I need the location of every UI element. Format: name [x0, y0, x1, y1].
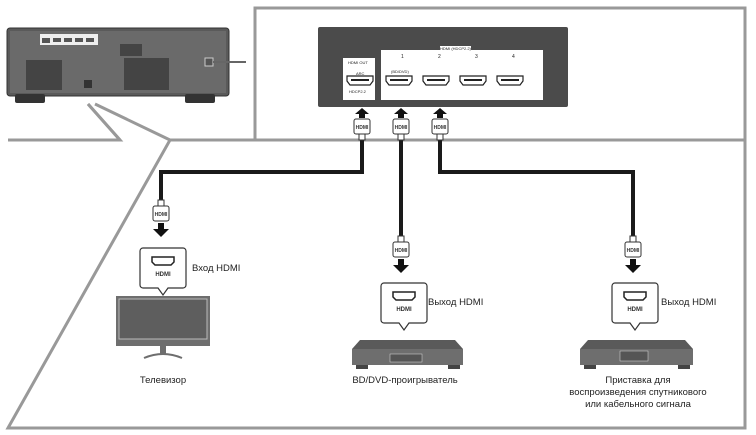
hdmi-plug-icon: HDMI	[624, 235, 642, 273]
hdmi-plug-icon: HDMI	[152, 199, 170, 237]
hdmi-plug-icon: HDMI	[392, 235, 410, 273]
bd-caption: BD/DVD-проигрыватель	[352, 375, 458, 386]
tv-icon	[116, 296, 210, 359]
hdmi-plug-label: HDMI	[395, 125, 408, 131]
stb-caption: Приставка для воспроизведения спутниково…	[569, 375, 707, 410]
callout-hdmi-label: HDMI	[627, 307, 643, 313]
hdmi-port-callout: HDMI	[611, 282, 659, 332]
hdmi-port-callout: HDMI	[139, 247, 187, 297]
hdmi-port-callout: HDMI	[380, 282, 428, 332]
hdmi-panel	[318, 27, 568, 107]
input-3-number: 3	[475, 54, 478, 60]
hdmi-plug-label: HDMI	[434, 125, 447, 131]
stb-port-label: Выход HDMI	[661, 297, 717, 308]
hdmi-plug-icon: HDMI	[392, 108, 410, 141]
hdmi-out-arc: ARC	[356, 71, 365, 76]
hdmi-plug-label: HDMI	[356, 125, 369, 131]
hdmi-in-port-1	[385, 75, 413, 86]
hdmi-plug-label: HDMI	[627, 248, 640, 254]
bd-port-label: Выход HDMI	[428, 297, 484, 308]
bd-player-icon	[352, 340, 463, 369]
hdmi-out-port	[346, 75, 374, 86]
hdmi-cables	[159, 140, 635, 240]
hdmi-in-port-4	[496, 75, 524, 86]
input-4-number: 4	[512, 54, 515, 60]
hdmi-plug-label: HDMI	[395, 248, 408, 254]
av-receiver-rear	[6, 27, 246, 103]
hdmi-out-hdcp: HDCP2.2	[349, 89, 366, 94]
hdmi-in-group-label: HDMI (HDCP2.2)	[440, 46, 471, 51]
hdmi-out-label: HDMI OUT	[348, 60, 368, 65]
hdmi-in-port-2	[422, 75, 450, 86]
hdmi-in-port-3	[459, 75, 487, 86]
callout-hdmi-label: HDMI	[155, 272, 171, 278]
hdmi-plug-label: HDMI	[155, 212, 168, 218]
callout-hdmi-label: HDMI	[396, 307, 412, 313]
tv-caption: Телевизор	[139, 375, 187, 386]
input-1-sub: (BD/DVD)	[391, 69, 409, 74]
hdmi-plug-icon: HDMI	[431, 108, 449, 141]
set-top-box-icon	[580, 340, 693, 369]
hdmi-plug-icon: HDMI	[353, 108, 371, 141]
tv-port-label: Вход HDMI	[192, 263, 241, 274]
input-2-number: 2	[438, 54, 441, 60]
input-1-number: 1	[401, 54, 404, 60]
